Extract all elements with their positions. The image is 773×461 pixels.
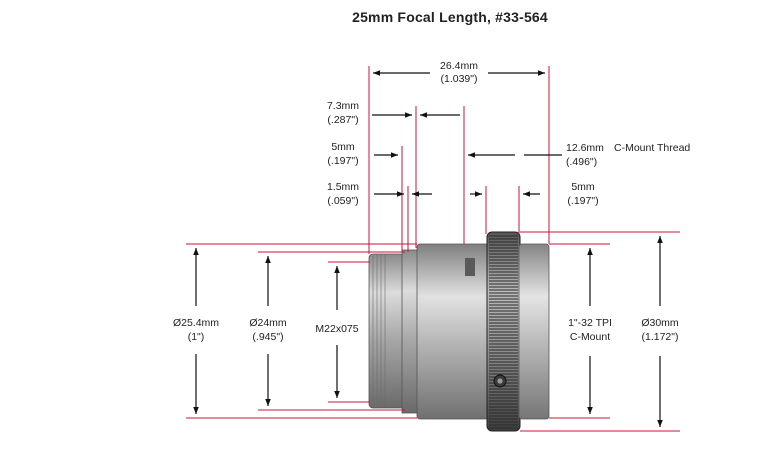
label-26-4in: (1.039") — [441, 73, 478, 85]
label-dia24in: (.945") — [252, 331, 283, 343]
label-26-4mm: 26.4mm — [440, 60, 478, 72]
label-m22: M22x075 — [315, 323, 358, 335]
label-dia25-4mm: Ø25.4mm — [173, 317, 219, 329]
label-12-6mm: 12.6mm — [566, 142, 604, 154]
dimension-arrows — [193, 70, 663, 427]
label-5in-right: (.197") — [567, 195, 598, 207]
label-1-5mm: 1.5mm — [327, 181, 359, 193]
label-cmount-tpi: 1"-32 TPI — [568, 317, 612, 329]
label-dia30in: (1.172") — [642, 331, 679, 343]
dimension-labels: 26.4mm (1.039") 7.3mm (.287") 5mm (.197"… — [173, 60, 690, 343]
label-dia30mm: Ø30mm — [641, 317, 679, 329]
label-1-5in: (.059") — [327, 195, 358, 207]
label-7-3in: (.287") — [327, 114, 358, 126]
main-barrel — [416, 243, 490, 420]
front-thread-section — [368, 253, 406, 409]
label-cmount-thread: C-Mount Thread — [614, 142, 690, 154]
lens-body — [368, 231, 550, 432]
barrel-notch — [465, 258, 475, 276]
label-dia24mm: Ø24mm — [249, 317, 287, 329]
label-12-6in: (.496") — [566, 156, 597, 168]
label-cmount: C-Mount — [570, 331, 610, 343]
label-5mm-right: 5mm — [571, 181, 595, 193]
label-dia25-4in: (1") — [188, 331, 205, 343]
diagram-title: 25mm Focal Length, #33-564 — [352, 9, 548, 25]
rear-cmount-section — [518, 243, 550, 420]
guide-lines — [186, 66, 680, 432]
label-5mm-left: 5mm — [331, 141, 355, 153]
label-7-3mm: 7.3mm — [327, 100, 359, 112]
label-5in-left: (.197") — [327, 155, 358, 167]
front-thread-ridges — [372, 255, 386, 407]
locking-screw-head — [497, 378, 503, 384]
